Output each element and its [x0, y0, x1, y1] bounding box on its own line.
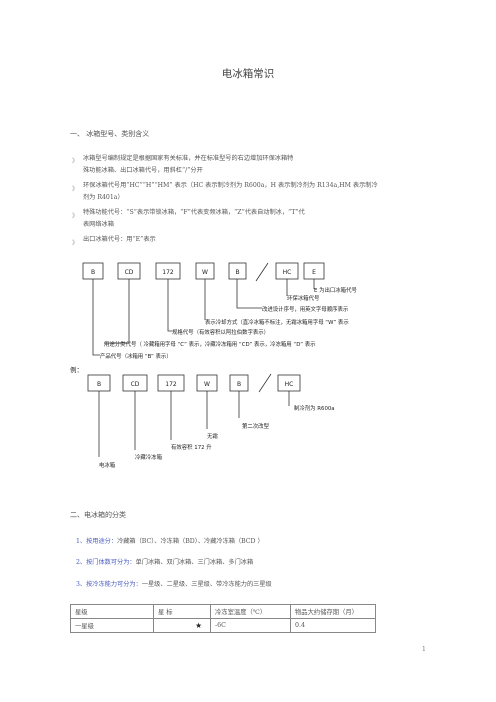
item-label: 按冷冻能力可分为： [86, 581, 142, 588]
bullet-icon: 》 [72, 186, 79, 193]
classification-item: 2、按门体数可分为：单门冰箱、双门冰箱、三门冰箱、多门冰箱 [76, 558, 253, 568]
code-letter: B [91, 269, 95, 276]
table-cell: -6C [210, 618, 291, 633]
table-row: 一星级 ★ -6C 0.4 [70, 618, 376, 633]
code-letter: HC [283, 269, 292, 276]
paragraph-line: 出口冰箱代号：用“E”表示 [83, 236, 156, 243]
section1-heading: 一、 冰箱型号、类别含义 [70, 130, 150, 138]
page-number: 1 [422, 646, 426, 653]
model-code-diagram: B CD 172 W B HC E B CD 172 W B HC E 为出口冰… [70, 262, 357, 469]
bullet-icon: 》 [72, 240, 79, 247]
code-letter: E [312, 269, 316, 276]
code-letter: B [237, 381, 241, 388]
slash-mark [255, 262, 269, 282]
paragraph-line: 剂为 R401a） [83, 194, 124, 201]
bullet-icon: 》 [72, 213, 79, 220]
diagram-label: 规格代号（有效容积以阿拉伯数字表示） [172, 328, 269, 336]
code-letter: 172 [162, 269, 174, 276]
item-number: 3、 [76, 581, 87, 588]
code-letter: HC [285, 381, 294, 388]
table-header-cell: 物品大约储存期（月） [290, 604, 376, 619]
item-number: 1、 [76, 538, 87, 545]
leader-line [104, 279, 130, 344]
paragraph-line: 殊功能冰箱、出口冰箱代号，用斜杠“/”分开 [83, 167, 203, 174]
classification-item: 3、按冷冻能力可分为：一星级、二星级、三星级、带冷冻能力的三星级 [76, 580, 272, 590]
bullet-icon: 》 [72, 158, 79, 165]
diagram-label: 冷藏冷冻箱 [135, 453, 163, 461]
star-rating-table: 星级 星 标 冷冻室温度（℃） 物品大约储存期（月） 一星级 ★ -6C 0.4 [70, 604, 376, 633]
paragraph-line: 冰箱型号编制规定是根据国家有关标准，并在标准型号的右边增加环保冰箱特 [83, 155, 294, 162]
example-label: 例： [70, 365, 83, 374]
diagram-label: 第二次改型 [242, 422, 270, 430]
item-number: 2、 [76, 559, 87, 566]
code-letter: B [235, 269, 239, 276]
page-title: 电冰箱常识 [221, 68, 275, 80]
diagram-label: 改进设计序号，用英文字母顺序表示 [262, 305, 349, 313]
table-header-cell: 冷冻室温度（℃） [210, 604, 291, 619]
section2-heading: 二、电冰箱的分类 [70, 511, 126, 519]
diagram-label: 用途分类代号（ 冷藏箱用字母 “C” 表示，冷藏冷冻箱用 “CD” 表示，冷冻箱… [104, 340, 316, 348]
table-header-cell: 星 标 [153, 604, 211, 619]
leader-line [236, 279, 262, 309]
table-cell: 0.4 [290, 618, 376, 633]
code-letter: CD [125, 269, 134, 276]
diagram-label: 环保冰箱代号 [287, 294, 320, 302]
slash-mark [258, 373, 272, 393]
diagram-label: 电冰箱 [99, 461, 116, 469]
paragraph-line: 特殊功能代号：“S”表示带锁冰箱，“F”代表变频冰箱，“Z”代表自动制冰，“T”… [83, 209, 305, 216]
diagram-label: 表示冷却方式（直冷冰箱不标注，无霜冰箱用字母 “W” 表示 [205, 318, 349, 326]
table-header-cell: 星级 [70, 604, 154, 619]
code-letter: W [202, 269, 208, 276]
table-cell: 一星级 [70, 618, 154, 633]
diagram-label: 无霜 [207, 433, 218, 440]
leader-line [167, 279, 172, 332]
classification-item: 1、按用途分：冷藏箱（BC）、冷冻箱（BD）、冷藏冷冻箱（BCD ） [76, 537, 264, 547]
table-header-row: 星级 星 标 冷冻室温度（℃） 物品大约储存期（月） [70, 604, 376, 619]
code-letter: CD [131, 381, 140, 388]
diagram-label: E 为出口冰箱代号 [314, 286, 357, 294]
paragraph-line: 表网络冰箱 [83, 221, 114, 228]
leader-line [92, 279, 100, 356]
code-letter: B [97, 381, 101, 388]
item-label: 按用途分： [86, 538, 118, 545]
item-text: 单门冰箱、双门冰箱、三门冰箱、多门冰箱 [135, 559, 254, 566]
item-text: 一星级、二星级、三星级、带冷冻能力的三星级 [141, 581, 272, 588]
diagram-label: 制冷剂为 R600a [294, 404, 335, 412]
item-label: 按门体数可分为： [86, 559, 136, 566]
star-icon: ★ [153, 618, 211, 633]
code-letter: 172 [165, 381, 177, 388]
item-text: 冷藏箱（BC）、冷冻箱（BD）、冷藏冷冻箱（BCD ） [117, 538, 264, 545]
diagram-label: 有效容积 172 升 [171, 443, 212, 451]
code-letter: W [204, 381, 210, 388]
diagram-label: 产品代号（冰箱用 “B” 表示） [100, 352, 172, 360]
code-box [228, 262, 247, 280]
paragraph-line: 环保冰箱代号用“HC”“H”“HM” 表示（HC 表示制冷剂为 R600a，H … [83, 182, 378, 189]
